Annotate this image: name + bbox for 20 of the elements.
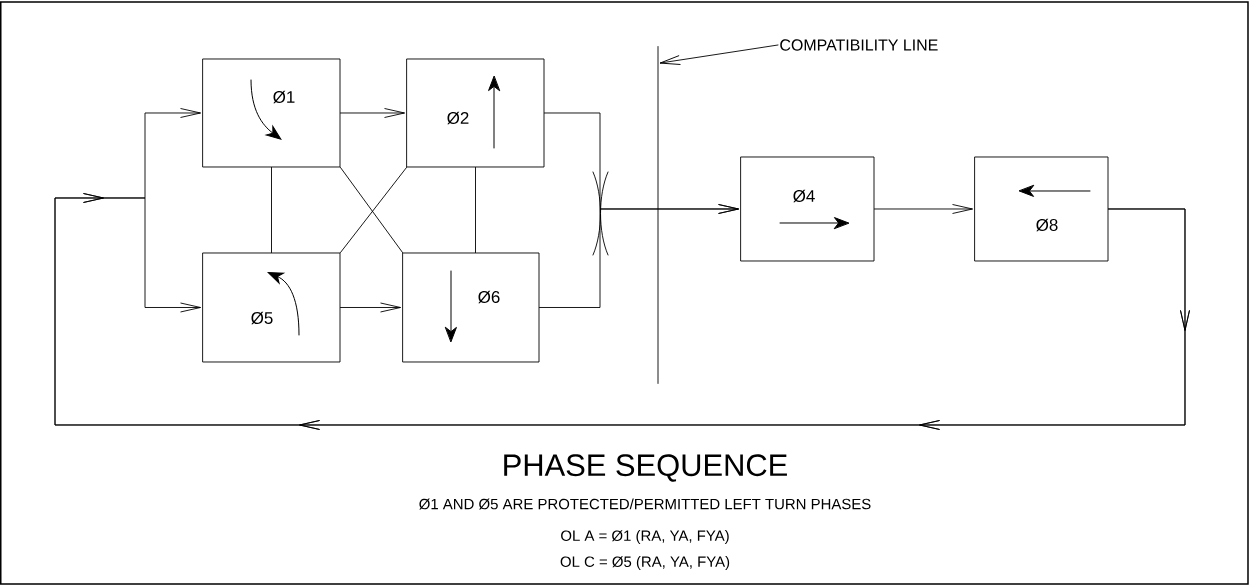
connector-line	[340, 302, 401, 313]
leader-line	[659, 44, 779, 65]
compatibility-line	[657, 46, 659, 384]
note-text: OL A = Ø1 (RA, YA, FYA)	[561, 530, 729, 544]
callout-text: COMPATIBILITY LINE	[780, 39, 938, 51]
connector-line	[54, 193, 1190, 430]
connector-line	[271, 167, 272, 253]
phase-box: Ø6	[402, 252, 540, 363]
connector-line	[874, 204, 973, 214]
title: PHASE SEQUENCE	[504, 454, 787, 482]
phase-box: Ø2	[406, 58, 545, 168]
connector-line	[539, 204, 739, 308]
note-text: OL C = Ø5 (RA, YA, FYA)	[560, 556, 730, 570]
phase-box: Ø5	[202, 252, 341, 363]
phase-box: Ø8	[974, 156, 1109, 262]
note-text: Ø1 AND Ø5 ARE PROTECTED/PERMITTED LEFT TURN PHASES	[419, 498, 871, 510]
connector-line	[475, 167, 476, 253]
phase-box: Ø1	[202, 58, 341, 168]
phase-box: Ø4	[740, 156, 875, 262]
connector-line	[340, 108, 405, 118]
